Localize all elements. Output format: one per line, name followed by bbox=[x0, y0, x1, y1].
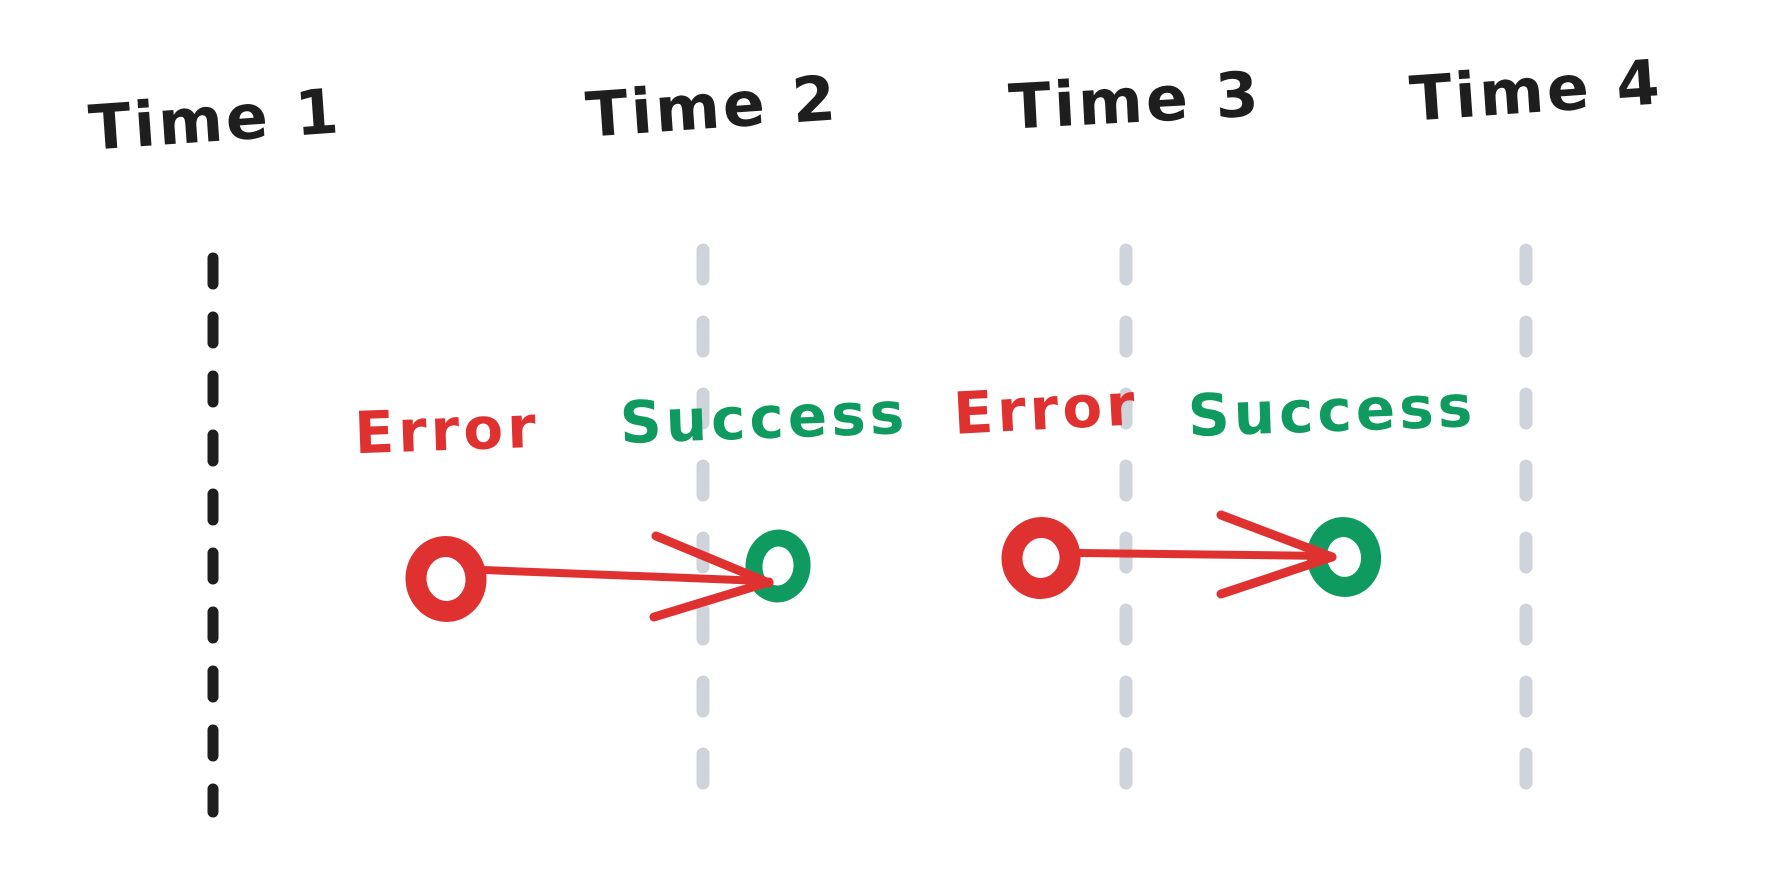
arrow-shaft bbox=[480, 566, 768, 585]
time-label-3: Time 3 bbox=[1007, 57, 1263, 143]
error-node-1 bbox=[405, 536, 487, 622]
arrow-barb-lower bbox=[1216, 552, 1337, 599]
time-label-4: Time 4 bbox=[1407, 45, 1664, 135]
arrow-shaft bbox=[1076, 549, 1332, 560]
error-node-2 bbox=[1001, 517, 1081, 599]
transition-1: Error Success bbox=[353, 379, 909, 622]
timeline-labels: Time 1 Time 2 Time 3 Time 4 bbox=[86, 45, 1664, 164]
success-node-1 bbox=[745, 529, 811, 603]
transition-arrow-2 bbox=[1076, 510, 1337, 599]
arrow-barb-upper bbox=[651, 531, 774, 588]
arrow-barb-lower bbox=[649, 577, 774, 622]
transition-arrow-1 bbox=[480, 531, 774, 622]
success-label-1: Success bbox=[619, 379, 909, 457]
error-label-2: Error bbox=[952, 370, 1141, 448]
time-label-1: Time 1 bbox=[86, 74, 343, 164]
timeline-gridlines bbox=[696, 243, 1533, 797]
transition-2: Error Success bbox=[952, 370, 1477, 599]
time-label-2: Time 2 bbox=[583, 61, 840, 151]
success-label-2: Success bbox=[1187, 372, 1477, 450]
arrow-barb-upper bbox=[1216, 510, 1337, 562]
error-label-1: Error bbox=[353, 393, 541, 467]
